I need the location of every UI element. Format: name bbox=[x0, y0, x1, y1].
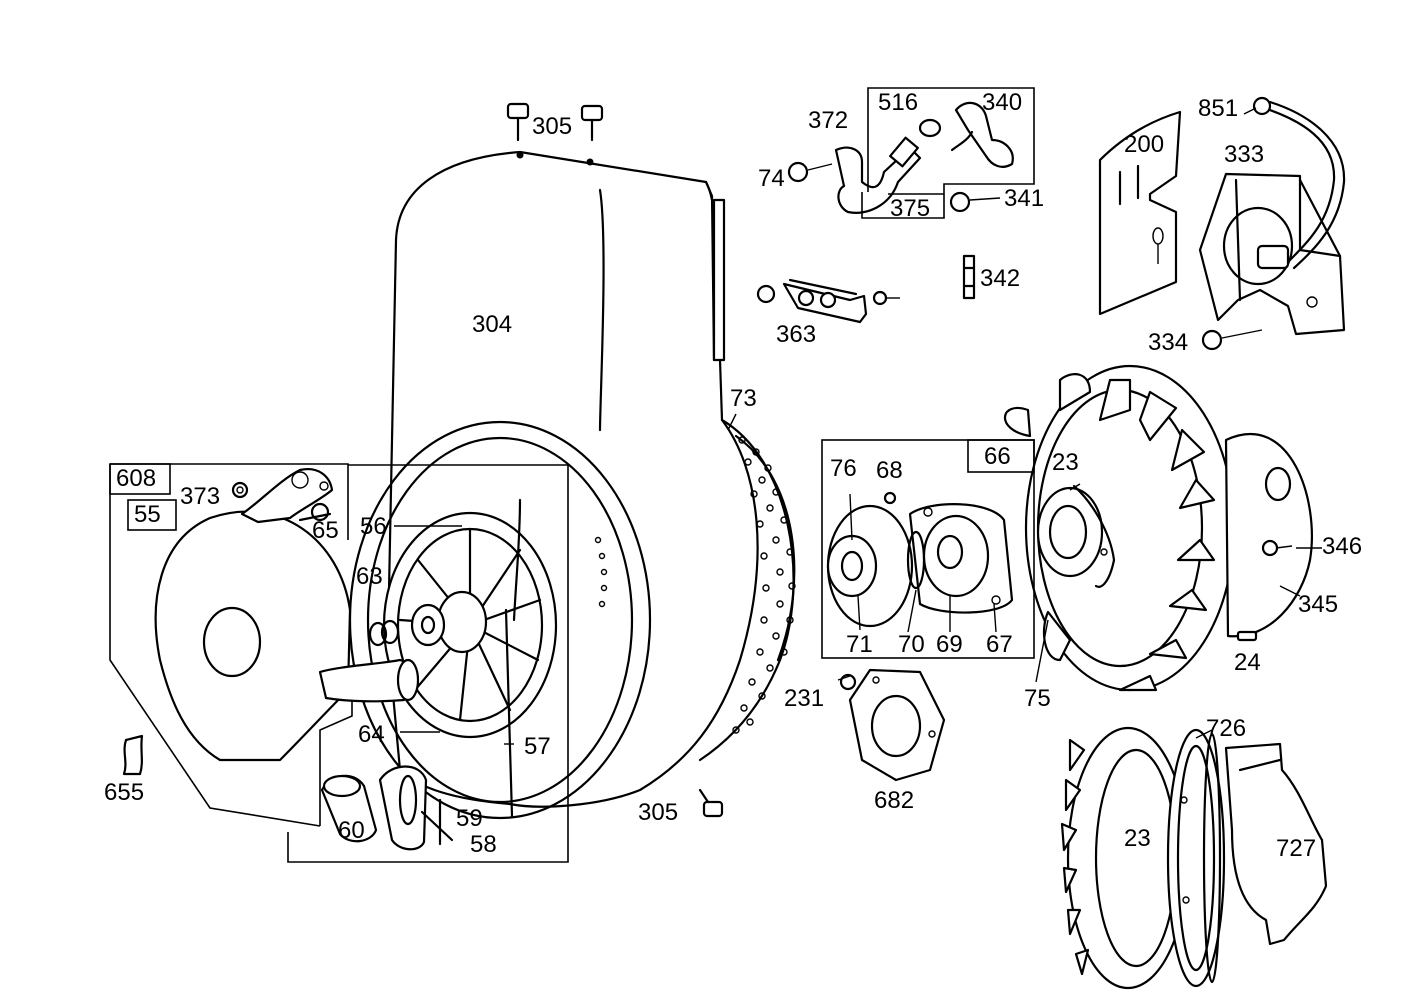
starter-housing-cover bbox=[154, 468, 420, 762]
label-341: 341 bbox=[1004, 185, 1044, 212]
bracket-200 bbox=[1098, 110, 1182, 316]
label-76: 76 bbox=[830, 455, 857, 482]
starter-assembly-outline bbox=[109, 463, 569, 863]
label-63: 63 bbox=[356, 563, 383, 590]
governor-box-375 bbox=[861, 87, 1035, 219]
label-305-bottom: 305 bbox=[638, 799, 678, 826]
label-345: 345 bbox=[1298, 591, 1338, 618]
label-363: 363 bbox=[776, 321, 816, 348]
retainer-69 bbox=[908, 503, 1014, 614]
key-24 bbox=[1236, 630, 1258, 642]
fuse-342 bbox=[962, 254, 976, 300]
leader-lines bbox=[394, 107, 1322, 745]
label-67: 67 bbox=[986, 631, 1013, 658]
label-682: 682 bbox=[874, 787, 914, 814]
label-55: 55 bbox=[134, 501, 161, 528]
clip-655 bbox=[122, 734, 144, 776]
bolt-305-bottom bbox=[698, 788, 724, 818]
starter-pulley-56 bbox=[382, 498, 558, 818]
label-200: 200 bbox=[1124, 131, 1164, 158]
label-516: 516 bbox=[878, 89, 918, 116]
label-231: 231 bbox=[784, 685, 824, 712]
label-333: 333 bbox=[1224, 141, 1264, 168]
label-608: 608 bbox=[116, 465, 156, 492]
label-727: 727 bbox=[1276, 835, 1316, 862]
label-56: 56 bbox=[360, 513, 387, 540]
label-851: 851 bbox=[1198, 95, 1238, 122]
ball-68 bbox=[883, 491, 897, 505]
part-labels: 305 372 516 340 851 74 375 341 200 333 3… bbox=[104, 89, 1362, 862]
screw-341 bbox=[949, 191, 1001, 213]
shield-727 bbox=[1224, 742, 1328, 946]
label-73: 73 bbox=[730, 385, 757, 412]
label-304: 304 bbox=[472, 311, 512, 338]
governor-bracket-372 bbox=[787, 136, 922, 214]
label-342: 342 bbox=[980, 265, 1020, 292]
flywheel-23 bbox=[1003, 364, 1236, 692]
label-71: 71 bbox=[846, 631, 873, 658]
washer-70 bbox=[906, 530, 926, 590]
label-346: 346 bbox=[1322, 533, 1362, 560]
screw-334 bbox=[1201, 329, 1263, 351]
label-375: 375 bbox=[890, 195, 930, 222]
bolts-305-top bbox=[506, 102, 604, 142]
label-726: 726 bbox=[1206, 715, 1246, 742]
ring-gear-726 bbox=[1166, 728, 1226, 988]
label-58: 58 bbox=[470, 831, 497, 858]
hub-345 bbox=[1224, 432, 1313, 638]
label-75: 75 bbox=[1024, 685, 1051, 712]
label-64: 64 bbox=[358, 721, 385, 748]
blower-housing-304 bbox=[348, 150, 796, 820]
starter-cup-71 bbox=[826, 504, 914, 628]
label-340: 340 bbox=[982, 89, 1022, 116]
label-65: 65 bbox=[312, 517, 339, 544]
plate-682 bbox=[848, 668, 946, 782]
terminal-block-363 bbox=[756, 278, 900, 324]
label-60: 60 bbox=[338, 817, 365, 844]
armature-333 bbox=[1198, 172, 1346, 336]
label-372: 372 bbox=[808, 107, 848, 134]
starter-handle-60 bbox=[320, 765, 454, 851]
cup-box-66 bbox=[821, 439, 1035, 659]
label-69: 69 bbox=[936, 631, 963, 658]
label-305-top: 305 bbox=[532, 113, 572, 140]
screen-holes bbox=[594, 436, 796, 734]
label-24: 24 bbox=[1234, 649, 1261, 676]
label-373: 373 bbox=[180, 483, 220, 510]
label-59: 59 bbox=[456, 805, 483, 832]
label-57: 57 bbox=[524, 733, 551, 760]
label-66: 66 bbox=[984, 443, 1011, 470]
label-334: 334 bbox=[1148, 329, 1188, 356]
governor-lever-340 bbox=[918, 101, 1014, 168]
lead-851 bbox=[1252, 96, 1346, 270]
label-68: 68 bbox=[876, 457, 903, 484]
label-655: 655 bbox=[104, 779, 144, 806]
flywheel-23-lower bbox=[1060, 726, 1190, 990]
screw-231 bbox=[837, 673, 857, 691]
label-23-lower: 23 bbox=[1124, 825, 1151, 852]
label-74: 74 bbox=[758, 165, 785, 192]
label-23-upper: 23 bbox=[1052, 449, 1079, 476]
label-70: 70 bbox=[898, 631, 925, 658]
